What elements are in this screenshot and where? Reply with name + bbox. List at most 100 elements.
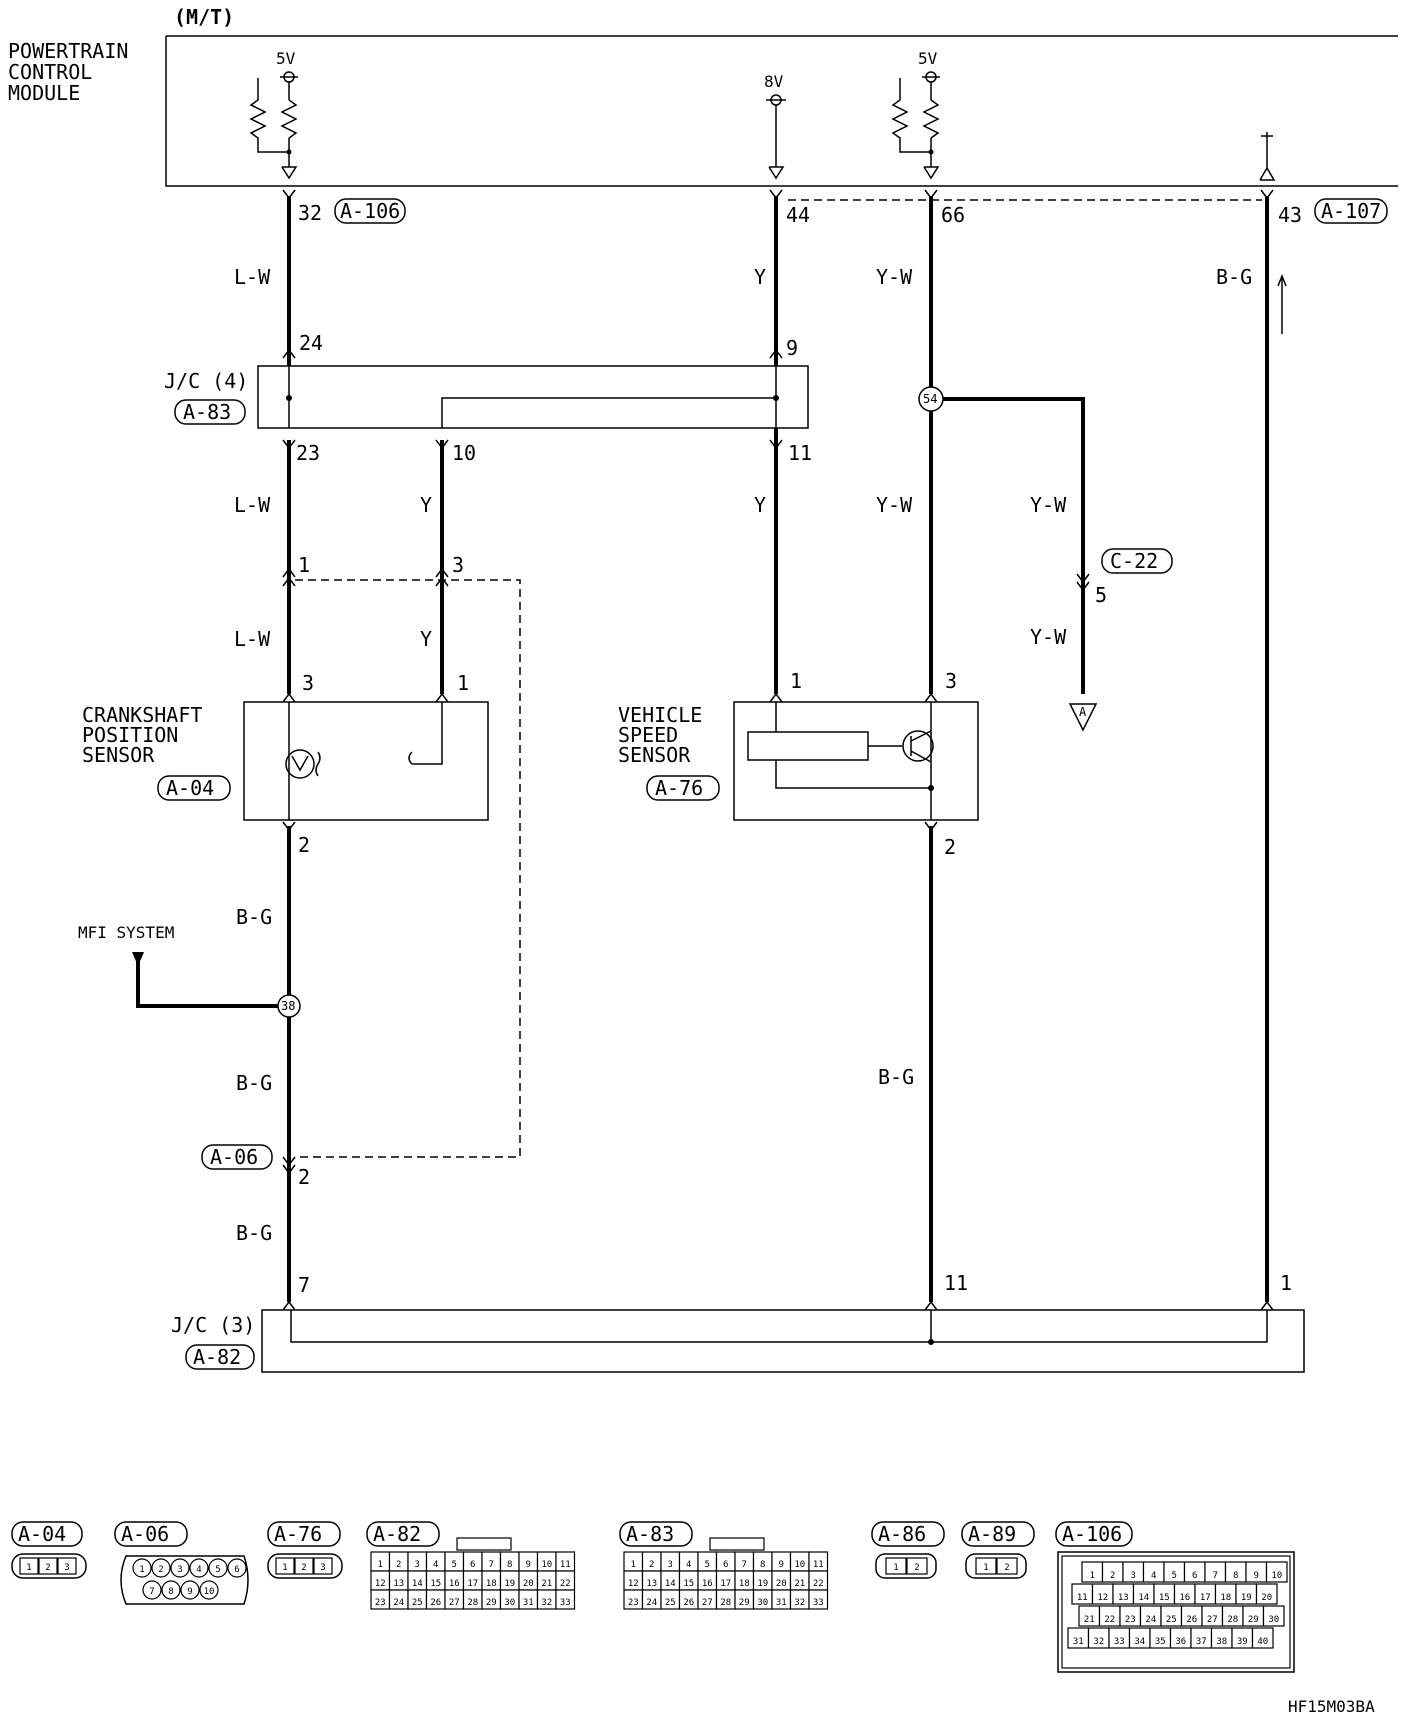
pin-c22-5: 5 [1095, 583, 1107, 607]
pin-jc4-23: 23 [296, 441, 320, 465]
pcm-ground-43 [1259, 132, 1276, 181]
pcm-label-2: CONTROL [8, 60, 92, 84]
mfi-label: MFI SYSTEM [78, 923, 174, 942]
legend-a83-pin-29: 29 [739, 1598, 750, 1608]
legend-a82-pin-14: 14 [412, 1579, 423, 1589]
pin-ckp-1: 1 [457, 671, 469, 695]
legend-tag-a86: A-86 [871, 1521, 945, 1547]
pin-a06-2: 2 [298, 1165, 310, 1189]
legend-tag-a82: A-82 [366, 1521, 440, 1547]
legend-a106-pin-17: 17 [1200, 1593, 1211, 1603]
legend-a106-pin-12: 12 [1097, 1593, 1108, 1603]
legend-a83-pin-30: 30 [757, 1598, 768, 1608]
legend-a106-pin-13: 13 [1118, 1593, 1129, 1603]
legend-a06-pin-9: 9 [187, 1587, 192, 1597]
pin-vss-1: 1 [790, 669, 802, 693]
legend-a83-pin-27: 27 [702, 1598, 713, 1608]
legend-a106-pin-14: 14 [1138, 1593, 1149, 1603]
legend-a106-pin-23: 23 [1125, 1615, 1136, 1625]
wire-label-yw-1: Y-W [876, 265, 913, 289]
pin-mid-3: 3 [452, 553, 464, 577]
pin-jc4-24: 24 [299, 331, 323, 355]
wire-label-y-3: Y [754, 265, 766, 289]
ckp-label-2: POSITION [82, 723, 178, 747]
legend-a82-pin-32: 32 [541, 1598, 552, 1608]
legend-a83-pin-18: 18 [739, 1579, 750, 1589]
legend-tag-a83: A-83 [619, 1521, 693, 1547]
legend-a83-pin-1: 1 [631, 1560, 636, 1570]
legend-a82-pin-23: 23 [375, 1598, 386, 1608]
pin-ckp-2: 2 [298, 833, 310, 857]
legend-a83-pin-14: 14 [665, 1579, 676, 1589]
legend-a82-pin-7: 7 [489, 1560, 494, 1570]
svg-text:A-04: A-04 [166, 776, 214, 800]
legend-a106-pin-28: 28 [1227, 1615, 1238, 1625]
svg-text:A-06: A-06 [121, 1522, 169, 1546]
legend-a76-pin-1: 1 [282, 1563, 287, 1573]
legend-a83-pin-8: 8 [760, 1560, 765, 1570]
legend-a106-pin-30: 30 [1268, 1615, 1279, 1625]
legend-a82-pin-22: 22 [560, 1579, 571, 1589]
legend-a06-pin-5: 5 [215, 1565, 220, 1575]
pin-ckp-3: 3 [302, 671, 314, 695]
legend-a83-pin-24: 24 [646, 1598, 657, 1608]
legend-a82-pin-3: 3 [415, 1560, 420, 1570]
wire-label-lw-1: L-W [234, 265, 271, 289]
legend-a86-pin-1: 1 [893, 1563, 898, 1573]
legend-a106-pin-33: 33 [1114, 1637, 1125, 1647]
mfi-branch: MFI SYSTEM [78, 923, 278, 1008]
pcm-pullup-5v-a: 5V [249, 49, 298, 180]
legend-a82-pin-27: 27 [449, 1598, 460, 1608]
svg-text:A-82: A-82 [193, 1345, 241, 1369]
legend-a06-pin-6: 6 [234, 1565, 239, 1575]
legend-a106-pin-36: 36 [1175, 1637, 1186, 1647]
legend-a83-pin-25: 25 [665, 1598, 676, 1608]
svg-text:A-89: A-89 [968, 1522, 1016, 1546]
legend-a106-pin-20: 20 [1261, 1593, 1272, 1603]
pcm-label-1: POWERTRAIN [8, 39, 128, 63]
legend-a106-pin-27: 27 [1207, 1615, 1218, 1625]
wire-label-bg-5: B-G [1216, 265, 1252, 289]
legend-a82-pin-4: 4 [433, 1560, 438, 1570]
legend-a83-pin-4: 4 [686, 1560, 691, 1570]
legend-a83-pin-9: 9 [779, 1560, 784, 1570]
pcm-box: POWERTRAIN CONTROL MODULE [8, 35, 1398, 187]
legend-a06-pin-4: 4 [196, 1565, 201, 1575]
legend-a82-pin-18: 18 [486, 1579, 497, 1589]
svg-text:A-107: A-107 [1321, 199, 1381, 223]
jc3-label: J/C (3) [171, 1313, 255, 1337]
legend-a83-pin-20: 20 [776, 1579, 787, 1589]
legend-a06-pin-1: 1 [139, 1565, 144, 1575]
legend-a82-pin-12: 12 [375, 1579, 386, 1589]
pin-pcm-43: 43 [1278, 203, 1302, 227]
legend-a82-pin-25: 25 [412, 1598, 423, 1608]
conn-tag-a82: A-82 [185, 1344, 255, 1370]
legend-a82-pin-28: 28 [467, 1598, 478, 1608]
pin-pcm-44: 44 [786, 203, 810, 227]
legend-a106-pin-22: 22 [1104, 1615, 1115, 1625]
conn-tag-a83: A-83 [174, 399, 246, 425]
legend-a82-pin-15: 15 [430, 1579, 441, 1589]
pcm-pullup-5v-b: 5V [891, 49, 940, 180]
vss-label-1: VEHICLE [618, 703, 702, 727]
conn-tag-a107: A-107 [1314, 198, 1388, 224]
wire-column-ground-43: 43 A-107 B-G 1 [1216, 189, 1388, 1311]
legend-a83-pin-19: 19 [757, 1579, 768, 1589]
legend-a106-pin-38: 38 [1216, 1637, 1227, 1647]
conn-tag-a06: A-06 [201, 1144, 273, 1170]
legend-a06-pin-3: 3 [177, 1565, 182, 1575]
figure-id: HF15M03BA [1288, 1697, 1375, 1716]
legend-a82-pin-30: 30 [504, 1598, 515, 1608]
wire-label-bg-1: B-G [236, 905, 272, 929]
legend-a04-pin-2: 2 [45, 1563, 50, 1573]
junction-jc3: J/C (3) A-82 [171, 1309, 1305, 1373]
legend-a106-pin-37: 37 [1196, 1637, 1207, 1647]
legend-a106-pin-11: 11 [1077, 1593, 1088, 1603]
legend-a106-pin-10: 10 [1271, 1571, 1282, 1581]
pin-mid-1: 1 [298, 553, 310, 577]
legend-a106-pin-19: 19 [1241, 1593, 1252, 1603]
wire-column-vss-power: 66 Y-W 54 Y-W 3 2 B-G 11 [876, 189, 968, 1311]
legend-a106-pin-8: 8 [1233, 1571, 1238, 1581]
